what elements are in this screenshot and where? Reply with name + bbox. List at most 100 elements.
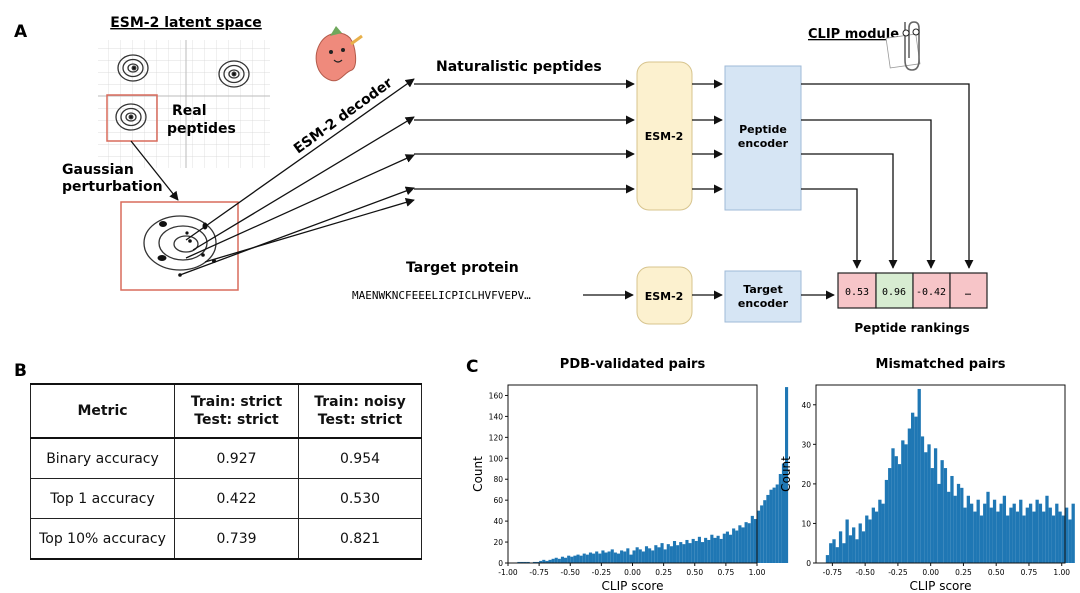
histogram-bar xyxy=(960,487,964,563)
histogram-bar xyxy=(707,539,711,563)
cluster-top-left xyxy=(117,54,149,82)
x-tick-label: -0.50 xyxy=(561,568,581,577)
histogram-bar xyxy=(744,522,748,563)
y-tick-label: 40 xyxy=(493,517,503,526)
histogram-bar xyxy=(888,468,892,563)
histogram-bar xyxy=(920,436,925,563)
histogram-bar xyxy=(878,499,882,563)
histogram-bar xyxy=(570,556,574,563)
target-protein-label: Target protein xyxy=(406,260,519,276)
histogram-bar xyxy=(996,511,1000,563)
histogram-bar xyxy=(610,549,614,563)
histogram-bar xyxy=(933,448,938,563)
rankings-row: 0.53 0.96 -0.42 … xyxy=(837,272,988,309)
histogram-bar xyxy=(595,551,599,563)
table-cell: 0.927 xyxy=(174,437,299,479)
histogram-bar xyxy=(725,531,729,563)
y-tick-label: 40 xyxy=(801,401,811,410)
histogram-bar xyxy=(666,544,670,563)
histogram-bar xyxy=(976,499,980,563)
esm2-top-box xyxy=(636,61,693,211)
histogram-bar xyxy=(832,539,836,563)
table-row: Top 1 accuracy 0.422 0.530 xyxy=(30,478,422,519)
x-tick-label: 0.50 xyxy=(686,568,703,577)
histogram-bar xyxy=(669,546,673,563)
histogram-bar xyxy=(1012,503,1016,563)
header-metric: Metric xyxy=(30,383,175,439)
cluster-top-right xyxy=(218,60,250,88)
chart-title: PDB-validated pairs xyxy=(560,357,706,372)
histogram-bar xyxy=(835,547,839,563)
y-tick-label: 140 xyxy=(489,412,504,421)
histogram-bar xyxy=(623,551,627,563)
histogram-bar xyxy=(904,444,908,563)
histogram-bar xyxy=(753,519,757,563)
histogram-bar xyxy=(648,548,652,563)
histogram-bar xyxy=(953,495,957,563)
histogram-bar xyxy=(579,555,583,563)
histogram-bar xyxy=(738,525,742,563)
histogram-bar xyxy=(760,505,764,563)
table-cell: 0.739 xyxy=(174,518,299,560)
histogram-bar xyxy=(598,553,602,563)
perturbation-arrow xyxy=(130,140,179,201)
histogram-bar xyxy=(966,495,970,563)
table-cell: 0.821 xyxy=(298,518,422,560)
histogram-bar xyxy=(763,500,767,563)
histogram-bar xyxy=(1055,503,1059,563)
histogram-bar xyxy=(1035,499,1039,563)
histogram-bar xyxy=(722,533,726,563)
histogram-bar xyxy=(894,456,898,563)
histogram-bar xyxy=(930,468,934,563)
histogram-bar xyxy=(897,464,902,563)
x-tick-label: -0.25 xyxy=(888,568,908,577)
target-encoder-label-2: encoder xyxy=(738,297,789,310)
y-axis-label: Count xyxy=(471,456,485,492)
histogram-bar xyxy=(858,523,862,563)
histogram-bar xyxy=(1058,511,1062,563)
histogram-bar xyxy=(757,510,761,563)
histogram-bar xyxy=(710,534,714,563)
histogram-bar xyxy=(551,558,555,563)
histogram-bar xyxy=(660,543,664,563)
header-text: Metric xyxy=(77,403,128,419)
histogram-bar xyxy=(848,535,853,563)
histogram-bar xyxy=(891,448,895,563)
ranking-arrows xyxy=(801,83,974,269)
histogram-bar xyxy=(573,555,577,563)
histogram-bar xyxy=(1061,515,1065,563)
x-tick-label: 0.25 xyxy=(955,568,972,577)
peptide-encoder-label-2: encoder xyxy=(738,137,789,150)
histogram-bar xyxy=(956,483,961,563)
chili-mascot-icon xyxy=(315,26,363,82)
histogram-bar xyxy=(1042,511,1046,563)
histogram-bar xyxy=(613,552,617,563)
histogram-bar xyxy=(986,491,990,563)
histogram-bar xyxy=(616,553,621,563)
histogram-bar xyxy=(989,507,993,563)
histogram-bar xyxy=(861,531,866,563)
histogram-bar xyxy=(626,548,630,563)
ranking-value: … xyxy=(965,287,971,298)
histogram-bar xyxy=(950,475,954,563)
histogram-bar xyxy=(576,554,580,563)
histogram-bar xyxy=(1048,507,1052,563)
histogram-bar xyxy=(747,523,751,563)
gaussian-label-1: Gaussian xyxy=(62,162,134,178)
histogram-bar xyxy=(979,515,984,563)
histogram-bar xyxy=(632,550,636,563)
x-tick-label: 0.50 xyxy=(988,568,1005,577)
histogram-bar xyxy=(682,544,686,563)
header-text: Train: strict xyxy=(190,394,283,410)
histogram-bar xyxy=(1006,515,1010,563)
histogram-bar xyxy=(741,527,745,563)
histogram-bar xyxy=(750,515,754,563)
x-tick-label: -0.75 xyxy=(823,568,843,577)
histogram-bar xyxy=(564,557,568,563)
histogram-bar xyxy=(901,440,905,563)
ranking-cell: … xyxy=(949,272,988,309)
y-axis-label: Count xyxy=(779,456,793,492)
